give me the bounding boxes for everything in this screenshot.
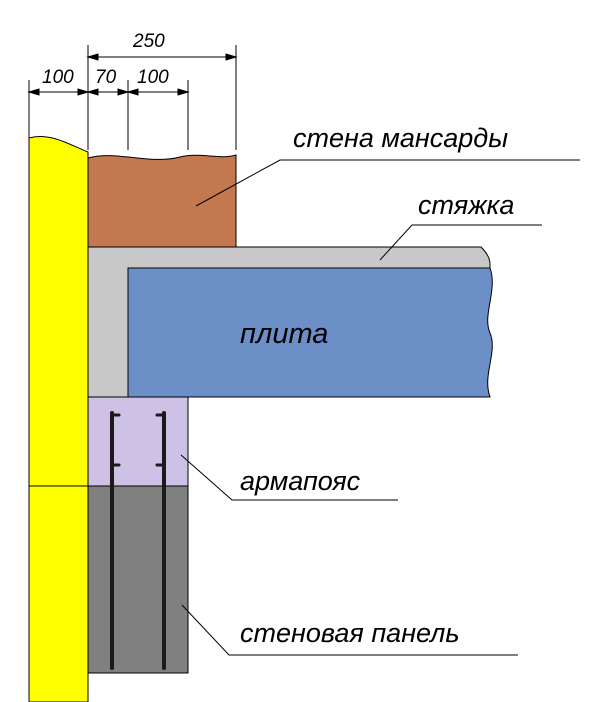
label-slab: плита — [240, 318, 328, 350]
slab-block — [127, 267, 493, 398]
dimension-gap: 70 — [95, 67, 117, 88]
dimension-wall: 100 — [137, 67, 169, 88]
label-screed: стяжка — [418, 190, 514, 220]
dimension-total: 250 — [132, 31, 165, 52]
label-attic-wall: стена мансарды — [293, 123, 508, 153]
dimension-lines — [27, 45, 238, 150]
label-ring-beam: армапояс — [240, 466, 361, 496]
dimension-insulation: 100 — [42, 67, 74, 88]
ring-beam-block — [87, 396, 189, 487]
rebar-group — [110, 411, 166, 670]
label-wall-panel: стеновая панель — [240, 618, 460, 648]
attic-wall-block — [87, 154, 237, 248]
wall-panel-block — [87, 485, 189, 674]
insulation-block — [28, 136, 89, 702]
leader-lines — [180, 159, 580, 656]
